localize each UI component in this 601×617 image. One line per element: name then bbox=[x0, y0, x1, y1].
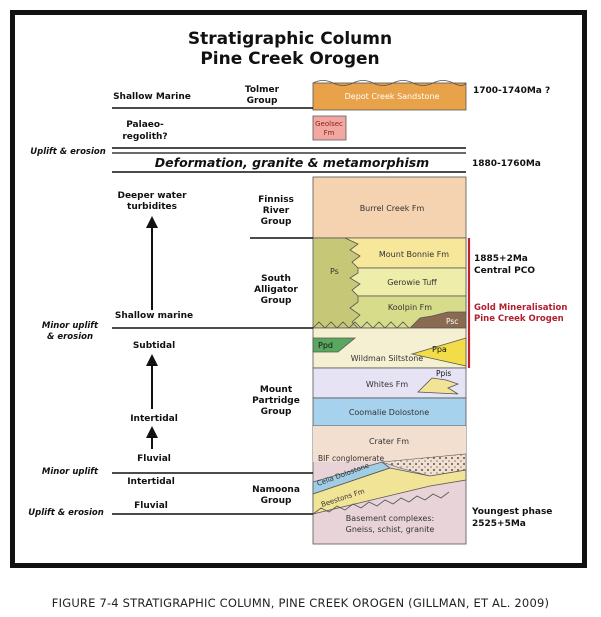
koolpin-label: Koolpin Fm bbox=[388, 303, 432, 312]
arrow-up-icon bbox=[146, 354, 158, 409]
wildman-label: Wildman Siltstone bbox=[351, 354, 423, 363]
ppis-label: Ppis bbox=[436, 369, 451, 378]
geolsec-label-2: Fm bbox=[324, 129, 335, 137]
geolsec-label-1: Geolsec bbox=[315, 120, 343, 128]
title-line-1: Stratigraphic Column bbox=[188, 29, 392, 49]
group-south-alligator-2: Alligator bbox=[254, 285, 298, 295]
title-line-2: Pine Creek Orogen bbox=[200, 49, 379, 69]
group-tolmer-2: Group bbox=[247, 96, 278, 106]
ppd-label: Ppd bbox=[318, 341, 333, 350]
env-fluvial-lower: Fluvial bbox=[134, 501, 168, 511]
depot-creek-wavy-top bbox=[312, 80, 467, 86]
ppd-layer bbox=[312, 337, 357, 353]
group-finniss-1: Finniss bbox=[258, 195, 294, 205]
event-minor-uplift: Minor uplift bbox=[42, 467, 99, 477]
depot-creek-label: Depot Creek Sandstone bbox=[345, 92, 440, 101]
group-mount-partridge-1: Mount bbox=[260, 385, 293, 395]
age-youngest-2: 2525+5Ma bbox=[472, 519, 526, 529]
ppa-layer bbox=[410, 337, 467, 367]
gold-label-2: Pine Creek Orogen bbox=[474, 314, 564, 324]
env-intertidal-upper: Intertidal bbox=[130, 414, 178, 424]
event-minor-uplift-erosion-2: & erosion bbox=[47, 332, 93, 342]
bif-label: BIF conglomerate bbox=[318, 454, 384, 463]
age-youngest-1: Youngest phase bbox=[471, 507, 552, 517]
arrow-up-icon bbox=[146, 426, 158, 449]
env-subtidal: Subtidal bbox=[133, 341, 175, 351]
deformation-banner: Deformation, granite & metamorphism bbox=[155, 155, 429, 170]
ppa-label: Ppa bbox=[432, 345, 447, 354]
burrel-creek-layer bbox=[312, 176, 467, 239]
figure-frame bbox=[10, 10, 587, 568]
env-intertidal-lower: Intertidal bbox=[127, 477, 175, 487]
age-tolmer: 1700-1740Ma ? bbox=[473, 86, 550, 96]
age-central-pco-1: 1885+2Ma bbox=[474, 254, 528, 264]
gerowie-tuff-label: Gerowie Tuff bbox=[387, 278, 437, 287]
geolsec-layer bbox=[312, 115, 347, 141]
psc-label: Psc bbox=[446, 317, 458, 326]
event-uplift-erosion-bottom: Uplift & erosion bbox=[28, 508, 104, 518]
whites-label: Whites Fm bbox=[366, 380, 409, 389]
mount-bonnie-layer bbox=[344, 237, 467, 269]
coomalie-label: Coomalie Dolostone bbox=[349, 408, 429, 417]
group-mount-partridge-2: Partridge bbox=[252, 396, 300, 406]
event-minor-uplift-erosion-1: Minor uplift bbox=[42, 321, 99, 331]
crater-layer bbox=[313, 426, 466, 462]
beestons-zigzag-base bbox=[312, 491, 450, 515]
group-finniss-2: River bbox=[263, 206, 290, 216]
coomalie-layer bbox=[312, 397, 467, 427]
ppis-layer bbox=[417, 377, 460, 395]
gold-label-1: Gold Mineralisation bbox=[474, 303, 567, 313]
env-palaeo-regolith-1: Palaeo- bbox=[126, 120, 164, 130]
env-shallow-marine-top: Shallow Marine bbox=[113, 92, 191, 102]
env-deeper-water-1: Deeper water bbox=[117, 191, 187, 201]
env-deeper-water-2: turbidites bbox=[127, 202, 177, 212]
env-palaeo-regolith-2: regolith? bbox=[122, 132, 167, 142]
env-fluvial-upper: Fluvial bbox=[137, 454, 171, 464]
group-tolmer-1: Tolmer bbox=[245, 85, 280, 95]
env-shallow-marine: Shallow marine bbox=[115, 311, 193, 321]
group-namoona-1: Namoona bbox=[252, 485, 300, 495]
figure-caption: FIGURE 7-4 STRATIGRAPHIC COLUMN, PINE CR… bbox=[51, 596, 550, 610]
group-south-alligator-1: South bbox=[261, 274, 291, 284]
group-finniss-3: Group bbox=[261, 217, 292, 227]
basement-label-1: Basement complexes: bbox=[346, 514, 434, 523]
basement-label-2: Gneiss, schist, granite bbox=[346, 525, 435, 534]
age-deformation: 1880-1760Ma bbox=[472, 159, 541, 169]
arrow-up-icon bbox=[146, 216, 158, 310]
mount-bonnie-label: Mount Bonnie Fm bbox=[379, 250, 449, 259]
ps-label: Ps bbox=[330, 267, 339, 276]
group-south-alligator-3: Group bbox=[261, 296, 292, 306]
event-uplift-erosion-top: Uplift & erosion bbox=[30, 147, 106, 157]
age-central-pco-2: Central PCO bbox=[474, 266, 535, 276]
burrel-creek-label: Burrel Creek Fm bbox=[360, 204, 425, 213]
gerowie-tuff-layer bbox=[349, 267, 467, 297]
group-mount-partridge-3: Group bbox=[261, 407, 292, 417]
crater-label: Crater Fm bbox=[369, 437, 409, 446]
depot-creek-layer bbox=[312, 82, 467, 111]
group-namoona-2: Group bbox=[261, 496, 292, 506]
